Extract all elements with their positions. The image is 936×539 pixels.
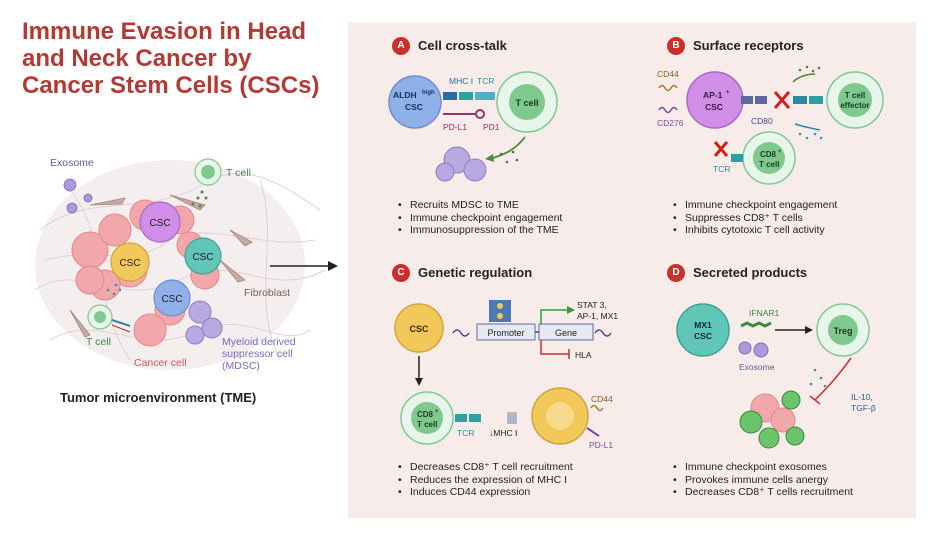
panel-a-badge: A [392,37,410,55]
panel-b-diagram: CD44 CD276 AP-1 + CSC CD80 T cell effect… [657,65,884,185]
panel-b-cd44-label: CD44 [657,69,679,79]
panel-c-pdl1-label: PD-L1 [589,440,613,450]
cancer-cell-label: Cancer cell [134,357,187,369]
exosome-cluster [63,178,93,214]
bullet: Provokes immune cells anergy [673,474,853,487]
panel-b-title: Surface receptors [693,38,804,53]
t-cell-top-label: T cell [226,167,251,179]
panel-d-csc-label: CSC [694,331,712,341]
panel-c-gene-label: Gene [555,328,577,338]
panel-c-promoter-label: Promoter [487,328,524,338]
panel-d-treg-label: Treg [833,326,852,336]
panel-d-cytokines-1: IL-10, [851,392,873,402]
panel-a-tcell-label: T cell [515,98,538,108]
panel-b-bullets: Immune checkpoint engagement Suppresses … [673,199,837,237]
mdsc-label-2: suppressor cell [222,348,293,360]
panel-d-ifnar-label: IFNAR1 [749,308,780,318]
tme-illustration: CSC CSC CSC CSC Exosome T cell Fibroblas… [34,157,326,372]
panel-c-cd8-plus: + [435,409,439,415]
panel-d-diagram: MX1 CSC IFNAR1 Treg Exosome IL-10, TGF-β [676,303,876,449]
panel-c-hla-label: HLA [575,350,592,360]
panel-c-diagram: CSC Promoter Gene STAT 3, AP-1, MX1 HLA … [394,300,618,450]
svg-text:CSC: CSC [192,252,213,263]
tme-arrow [270,261,338,271]
panel-a-pd1-label: PD1 [483,122,500,132]
bullet: Induces CD44 expression [398,486,573,499]
bullet: Recruits MDSC to TME [398,199,562,212]
bullet: Immunosuppression of the TME [398,224,562,237]
bullet: Immune checkpoint engagement [673,199,837,212]
bullet: Immune checkpoint engagement [398,212,562,225]
panel-b-teff-2: effector [840,101,869,110]
panel-c-cd8-2: T cell [417,420,437,429]
bullet: Decreases CD8⁺ T cell recruitment [398,461,573,474]
panel-a-mhc-label: MHC I [449,76,473,86]
panel-a-csc-aldh: ALDH [393,90,417,100]
panel-c-cd8-1: CD8 [417,410,434,419]
tme-caption: Tumor microenvironment (TME) [60,390,257,405]
panel-c-bullets: Decreases CD8⁺ T cell recruitment Reduce… [398,461,573,499]
panel-c-csc-label: CSC [409,324,429,334]
panel-b-csc-plus: + [726,90,730,96]
svg-text:CSC: CSC [149,218,170,229]
bullet: Reduces the expression of MHC I [398,474,573,487]
panel-b-cd276-label: CD276 [657,118,684,128]
bullet: Suppresses CD8⁺ T cells [673,212,837,225]
panel-b-cd8-plus: + [778,149,782,155]
panel-a-csc-label: CSC [405,102,423,112]
panel-c-title: Genetic regulation [418,265,533,280]
panel-a-title: Cell cross-talk [418,38,507,53]
panel-d-csc-mx1: MX1 [694,320,712,330]
panel-c-cd44-label: CD44 [591,394,613,404]
bullet: Decreases CD8⁺ T cells recruitment [673,486,853,499]
bullet: Immune checkpoint exosomes [673,461,853,474]
panel-c-targets-1: STAT 3, [577,300,607,310]
page-title: Immune Evasion in Head and Neck Cancer b… [22,18,320,99]
panel-a-csc-high: high [422,90,435,96]
mdsc-label-1: Myeloid derived [222,336,296,348]
svg-text:CSC: CSC [161,294,182,305]
panel-a-bullets: Recruits MDSC to TME Immune checkpoint e… [398,199,562,237]
bullet: Inhibits cytotoxic T cell activity [673,224,837,237]
panel-d-title: Secreted products [693,265,808,280]
panel-c-badge: C [392,264,410,282]
fibroblast-label: Fibroblast [244,287,290,299]
panel-b-csc-ap1: AP-1 [703,90,723,100]
panel-b-tcr-label: TCR [713,164,730,174]
panel-b-cd80-label: CD80 [751,116,773,126]
t-cell-bottom-label: T cell [86,336,111,348]
exosome-label: Exosome [50,157,94,169]
panel-c-tcr-label: TCR [457,428,474,438]
panel-a-pdl1-label: PD-L1 [443,122,467,132]
svg-text:CSC: CSC [119,258,140,269]
panel-c-targets-2: AP-1, MX1 [577,311,618,321]
panel-b-teff-1: T cell [845,91,865,100]
panel-a-diagram: ALDH high CSC T cell MHC I TCR PD-L1 PD1 [388,71,558,182]
panel-c-mhc-label: ↓MHC I [489,428,517,438]
mdsc-label-3: (MDSC) [222,360,260,372]
panel-d-bullets: Immune checkpoint exosomes Provokes immu… [673,461,853,499]
panel-d-badge: D [667,264,685,282]
mdsc-cells [185,300,223,345]
panel-d-cytokines-2: TGF-β [851,403,876,413]
panel-b-cd8-2: T cell [759,160,779,169]
panel-d-exosome-label: Exosome [739,362,775,372]
panel-b-cd8-1: CD8 [760,150,777,159]
fibroblast [229,229,253,247]
panel-b-csc-label: CSC [705,102,723,112]
panel-a-tcr-label: TCR [477,76,494,86]
panel-b-badge: B [667,37,685,55]
